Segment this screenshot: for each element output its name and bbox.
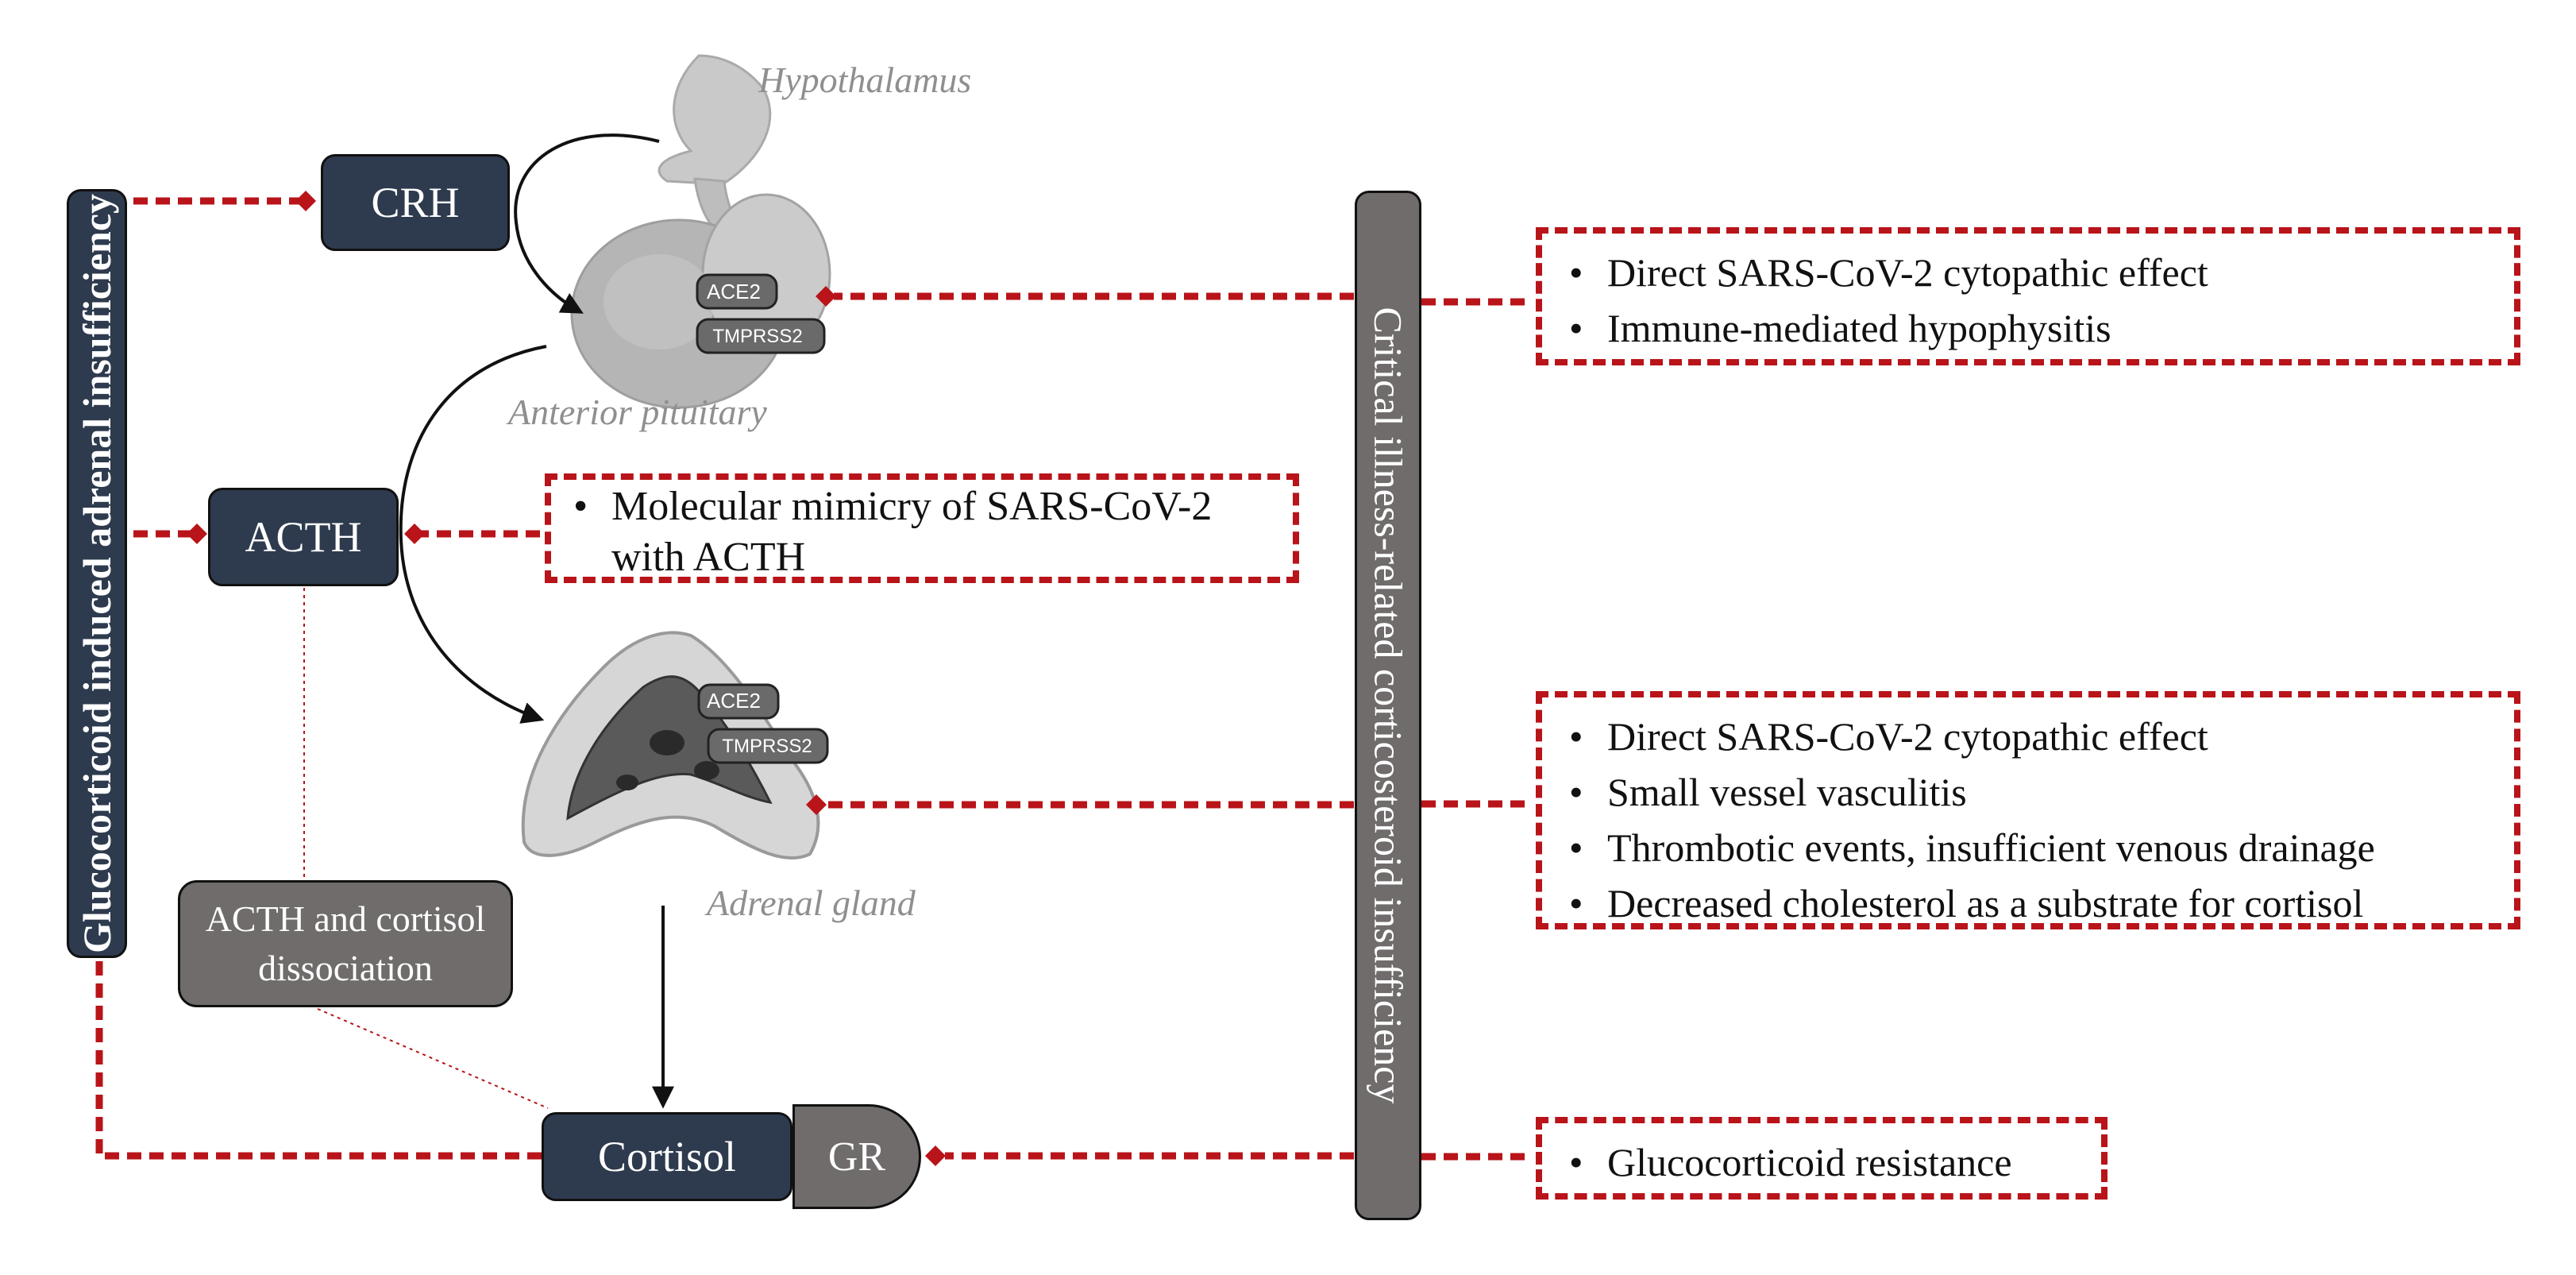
connector-endpoints <box>187 191 946 1166</box>
pituitary-mechanism-item: Direct SARS-CoV-2 cytopathic effect <box>1558 245 2498 300</box>
glucocorticoid-adrenal-insufficiency-label: Glucocorticoid induced adrenal insuffici… <box>75 193 119 954</box>
cortisol-box: Cortisol <box>542 1112 792 1201</box>
adrenal-mechanism-item: Small vessel vasculitis <box>1558 764 2498 820</box>
ace2-receptor-adrenal <box>697 683 780 720</box>
tmprss2-label-adrenal: TMPRSS2 <box>722 736 812 757</box>
glucocorticoid-receptor: GR <box>792 1104 921 1209</box>
dissociation-links <box>303 588 549 1109</box>
critical-illness-insufficiency-bar: Critical illness-related corticosteroid … <box>1355 191 1421 1220</box>
arrow-crh-to-pituitary <box>514 133 660 314</box>
hormone-pathway <box>399 133 674 1109</box>
arrow-pituitary-to-adrenal <box>399 345 547 724</box>
diamond-pituitary <box>816 286 836 307</box>
hypothalamus-shape <box>657 54 772 186</box>
tmprss2-receptor-pituitary <box>696 318 826 354</box>
diamond-acth-mimicry <box>404 524 425 544</box>
acth-mechanism-item: Molecular mimicry of SARS-CoV-2 with ACT… <box>562 481 1271 583</box>
crh-box: CRH <box>321 154 510 251</box>
diamond-adrenal <box>806 794 827 815</box>
ace2-receptor-pituitary <box>696 273 778 310</box>
acth-box: ACTH <box>208 488 399 586</box>
diamond-crh <box>295 191 316 211</box>
diamond-gr <box>925 1146 946 1166</box>
adrenal-mechanisms-box: Direct SARS-CoV-2 cytopathic effect Smal… <box>1536 691 2520 931</box>
hypothalamus-label: Hypothalamus <box>758 60 972 100</box>
red-connectors <box>95 197 1533 1161</box>
pituitary-receptors: ACE2 TMPRSS2 <box>696 273 826 354</box>
critical-illness-insufficiency-label: Critical illness-related corticosteroid … <box>1366 307 1410 1104</box>
adrenal-mechanism-item: Direct SARS-CoV-2 cytopathic effect <box>1558 709 2498 764</box>
receptor-mechanism-box: Glucocorticoid resistance <box>1536 1117 2107 1200</box>
hypothalamus-pituitary-illustration <box>570 54 831 409</box>
acth-mechanism-box: Molecular mimicry of SARS-CoV-2 with ACT… <box>545 473 1299 583</box>
anterior-pituitary-label: Anterior pituitary <box>508 392 767 432</box>
tmprss2-receptor-adrenal <box>707 728 829 764</box>
adrenal-gland-label: Adrenal gland <box>707 883 916 923</box>
adrenal-mechanism-item: Thrombotic events, insufficient venous d… <box>1558 820 2498 875</box>
adrenal-receptors: ACE2 TMPRSS2 <box>697 683 829 764</box>
ace2-label-adrenal: ACE2 <box>707 689 761 713</box>
acth-cortisol-dissociation-box: ACTH and cortisol dissociation <box>178 880 513 1007</box>
receptor-mechanism-item: Glucocorticoid resistance <box>1558 1134 2085 1190</box>
link-dissociation-to-cortisol <box>317 1008 549 1109</box>
glucocorticoid-adrenal-insufficiency-bar: Glucocorticoid induced adrenal insuffici… <box>67 189 127 958</box>
pituitary-mechanism-item: Immune-mediated hypophysitis <box>1558 300 2498 356</box>
tmprss2-label-pituitary: TMPRSS2 <box>712 326 802 347</box>
diamond-acth <box>187 524 207 544</box>
connector-left-bar-to-cortisol <box>95 961 544 1160</box>
adrenal-mechanism-item: Decreased cholesterol as a substrate for… <box>1558 875 2498 931</box>
ace2-label-pituitary: ACE2 <box>707 280 761 303</box>
pituitary-mechanisms-box: Direct SARS-CoV-2 cytopathic effect Immu… <box>1536 227 2520 365</box>
